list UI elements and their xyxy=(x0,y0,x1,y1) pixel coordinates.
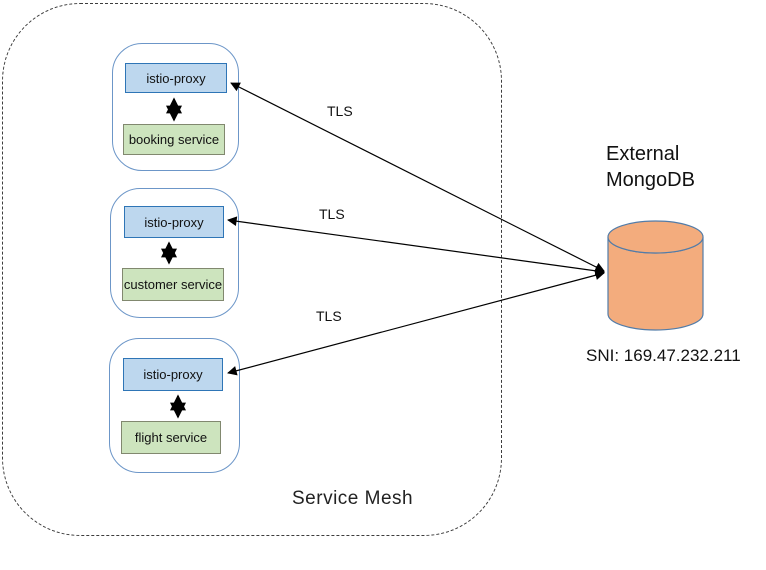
external-db-title-line2: MongoDB xyxy=(606,169,695,191)
istio-proxy-label: istio-proxy xyxy=(146,70,206,86)
external-db-title-line1: External xyxy=(606,143,680,165)
tls-label-customer: TLS xyxy=(319,206,345,222)
tls-label-booking: TLS xyxy=(327,103,353,119)
booking-service-node: booking service xyxy=(123,124,225,155)
customer-service-node: customer service xyxy=(122,268,224,301)
service-mesh-boundary xyxy=(2,3,502,536)
booking-service-label: booking service xyxy=(128,132,220,147)
customer-service-label: customer service xyxy=(123,277,223,292)
istio-proxy-node-flight: istio-proxy xyxy=(123,358,223,391)
external-db-title: External MongoDB xyxy=(606,141,695,193)
istio-proxy-node-customer: istio-proxy xyxy=(124,206,224,238)
tls-label-flight: TLS xyxy=(316,308,342,324)
istio-proxy-node-booking: istio-proxy xyxy=(125,63,227,93)
service-mesh-label: Service Mesh xyxy=(292,488,414,509)
istio-proxy-label: istio-proxy xyxy=(144,214,204,230)
flight-service-label: flight service xyxy=(134,430,208,445)
mongodb-cylinder-icon xyxy=(607,220,704,331)
istio-proxy-label: istio-proxy xyxy=(143,367,203,382)
flight-service-node: flight service xyxy=(121,421,221,454)
external-db-sni: SNI: 169.47.232.211 xyxy=(586,346,741,365)
